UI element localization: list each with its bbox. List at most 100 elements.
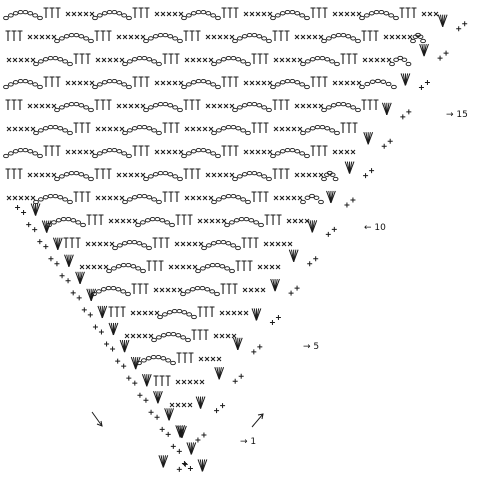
dc-stitch (56, 77, 61, 87)
chain-stitch (38, 154, 43, 157)
chain-stitch (63, 198, 68, 201)
sc-stitch (171, 444, 176, 449)
chain-stitch (191, 150, 196, 153)
sc-stitch (313, 256, 318, 261)
chain-stitch (123, 62, 128, 65)
sc-stitch (243, 288, 247, 292)
sc-stitch (214, 408, 219, 413)
chain-stitch (63, 129, 68, 132)
chain-stitch (132, 58, 137, 61)
sc-stitch (78, 150, 82, 154)
sc-stitch (400, 114, 405, 119)
sc-stitch (257, 344, 262, 349)
chain-stitch (351, 37, 356, 40)
sc-stitch (46, 173, 50, 177)
sc-stitch (295, 35, 299, 39)
chain-stitch (402, 58, 407, 61)
sc-stitch (218, 35, 222, 39)
chain-stitch (173, 106, 178, 109)
sc-stitch (166, 432, 171, 437)
sc-stitch (218, 104, 222, 108)
sc-stitch (77, 295, 82, 300)
dc-stitch (6, 169, 11, 179)
dc-stitch (70, 238, 75, 248)
dc-stitch (311, 8, 316, 18)
dc-stitch (163, 54, 168, 64)
chain-stitch (117, 81, 122, 84)
chain-stitch (331, 35, 336, 38)
chain-stitch (206, 81, 211, 84)
sc-stitch (419, 85, 424, 90)
sc-stitch (131, 334, 135, 338)
sc-stitch (90, 81, 94, 85)
chain-stitch (271, 154, 276, 157)
chain-stitch (252, 33, 257, 36)
chain-stitch (360, 85, 365, 88)
sc-stitch (438, 56, 443, 61)
chain-stitch (210, 263, 215, 266)
chain-stitch (155, 217, 160, 220)
sc-stitch (200, 380, 204, 384)
sc-stitch (52, 173, 56, 177)
chain-stitch (158, 315, 163, 318)
chain-stitch (335, 62, 340, 65)
chain-stitch (142, 125, 147, 128)
dc-stitch (252, 192, 257, 202)
sc-stitch (295, 104, 299, 108)
sc-stitch (197, 58, 201, 62)
sc-stitch (161, 12, 165, 16)
chain-stitch (126, 263, 131, 266)
chain-stitch (411, 39, 416, 42)
chain-stitch (132, 127, 137, 130)
sc-stitch (166, 288, 170, 292)
dc-stitch (175, 192, 180, 202)
chain-stitch (386, 82, 391, 85)
chain-stitch (379, 10, 384, 13)
chain-stitch (142, 194, 147, 197)
sc-stitch (132, 381, 137, 386)
sc-stitch (333, 150, 337, 154)
chain-stitch (300, 14, 305, 17)
sc-stitch (345, 81, 349, 85)
chain-stitch (145, 219, 150, 222)
chain-stitch (351, 106, 356, 109)
chain-stitch (390, 62, 395, 65)
sc-stitch (274, 58, 278, 62)
sc-stitch (402, 35, 406, 39)
chain-stitch (376, 79, 381, 82)
sc-stitch (123, 173, 127, 177)
chain-stitch (64, 173, 69, 176)
chain-stitch (158, 171, 163, 174)
chain-stitch (247, 171, 252, 174)
sc-stitch (34, 35, 38, 39)
sc-stitch (199, 242, 203, 246)
dc-stitch (347, 54, 352, 64)
sc-stitch (226, 311, 230, 315)
sc-stitch (167, 81, 171, 85)
chain-stitch (43, 196, 48, 199)
sc-stitch (268, 150, 272, 154)
chain-stitch (310, 58, 315, 61)
chain-stitch (162, 313, 167, 316)
chain-stitch (421, 39, 426, 42)
dc-stitch (145, 77, 150, 87)
chain-stitch (186, 14, 191, 17)
sc-stitch (137, 393, 142, 398)
dc-stitch (210, 307, 215, 317)
chain-stitch (233, 177, 238, 180)
chain-stitch (56, 219, 61, 222)
sc-stitch (206, 104, 210, 108)
chain-stitch (257, 35, 262, 38)
dc-stitch (139, 146, 144, 156)
chain-stitch (68, 200, 73, 203)
chain-stitch (305, 85, 310, 88)
sc-stitch (319, 173, 323, 177)
sc-stitch (256, 81, 260, 85)
dc-stitch (234, 146, 239, 156)
sc-stitch (292, 196, 296, 200)
dc-stitch (175, 54, 180, 64)
chain-stitch (226, 242, 231, 245)
chain-stitch (280, 12, 285, 15)
chain-stitch (55, 177, 60, 180)
